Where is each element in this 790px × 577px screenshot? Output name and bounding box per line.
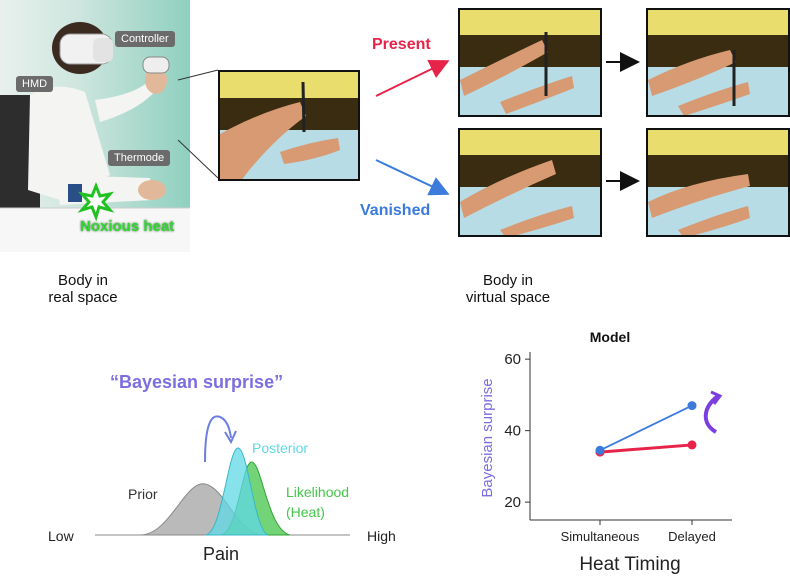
posterior-curve (204, 447, 269, 536)
vanished-arrow (375, 159, 450, 196)
virtual-space-caption: Body in virtual space (465, 272, 551, 306)
model-chart: Model Bayesian surprise Heat Timing 20 40… (479, 329, 732, 575)
series-line-vanished (599, 404, 693, 452)
participant-photo: Controller HMD Thermode Noxious heat (0, 0, 190, 252)
prior-label: Prior (128, 486, 158, 502)
series-line-present (599, 443, 693, 454)
pain-axis-label: Pain (203, 544, 240, 564)
distribution-diagram (95, 415, 350, 536)
point-vanished-delayed (687, 401, 697, 411)
vr-frame-vanished-2 (646, 128, 790, 237)
posterior-label: Posterior (252, 440, 309, 456)
vr-frame-initial (218, 70, 360, 181)
noxious-heat-label: Noxious heat (80, 218, 175, 235)
likelihood-label: Likelihood (Heat) (286, 484, 350, 520)
axis-low-label: Low (48, 528, 74, 544)
chart-title: Model (590, 329, 630, 345)
x-axis-label: Heat Timing (579, 554, 680, 575)
surprise-arrow (204, 415, 232, 463)
point-present-delayed (687, 440, 697, 450)
vr-frame-present-1 (458, 8, 602, 117)
present-arrow (375, 59, 450, 97)
x-tick-label: Simultaneous (561, 529, 640, 544)
y-tick-label: 20 (504, 494, 521, 511)
participant-illustration (0, 22, 190, 252)
controller-tag: Controller (115, 31, 175, 47)
present-label: Present (372, 36, 431, 53)
axis-high-label: High (367, 528, 396, 544)
thermode-tag: Thermode (108, 150, 171, 166)
bayesian-surprise-title: “Bayesian surprise” (110, 372, 284, 392)
y-tick-label: 60 (504, 351, 521, 368)
vr-frame-vanished-1 (458, 128, 602, 237)
hmd-tag: HMD (16, 76, 54, 92)
y-tick-label: 40 (504, 423, 521, 440)
point-vanished-simultaneous (595, 445, 605, 455)
vr-frame-present-2 (646, 8, 790, 117)
increase-arrow (703, 394, 720, 434)
vanished-label: Vanished (360, 202, 431, 219)
real-space-caption: Body in real space (48, 272, 118, 306)
y-axis-label: Bayesian surprise (479, 378, 496, 497)
x-tick-label: Delayed (668, 529, 716, 544)
